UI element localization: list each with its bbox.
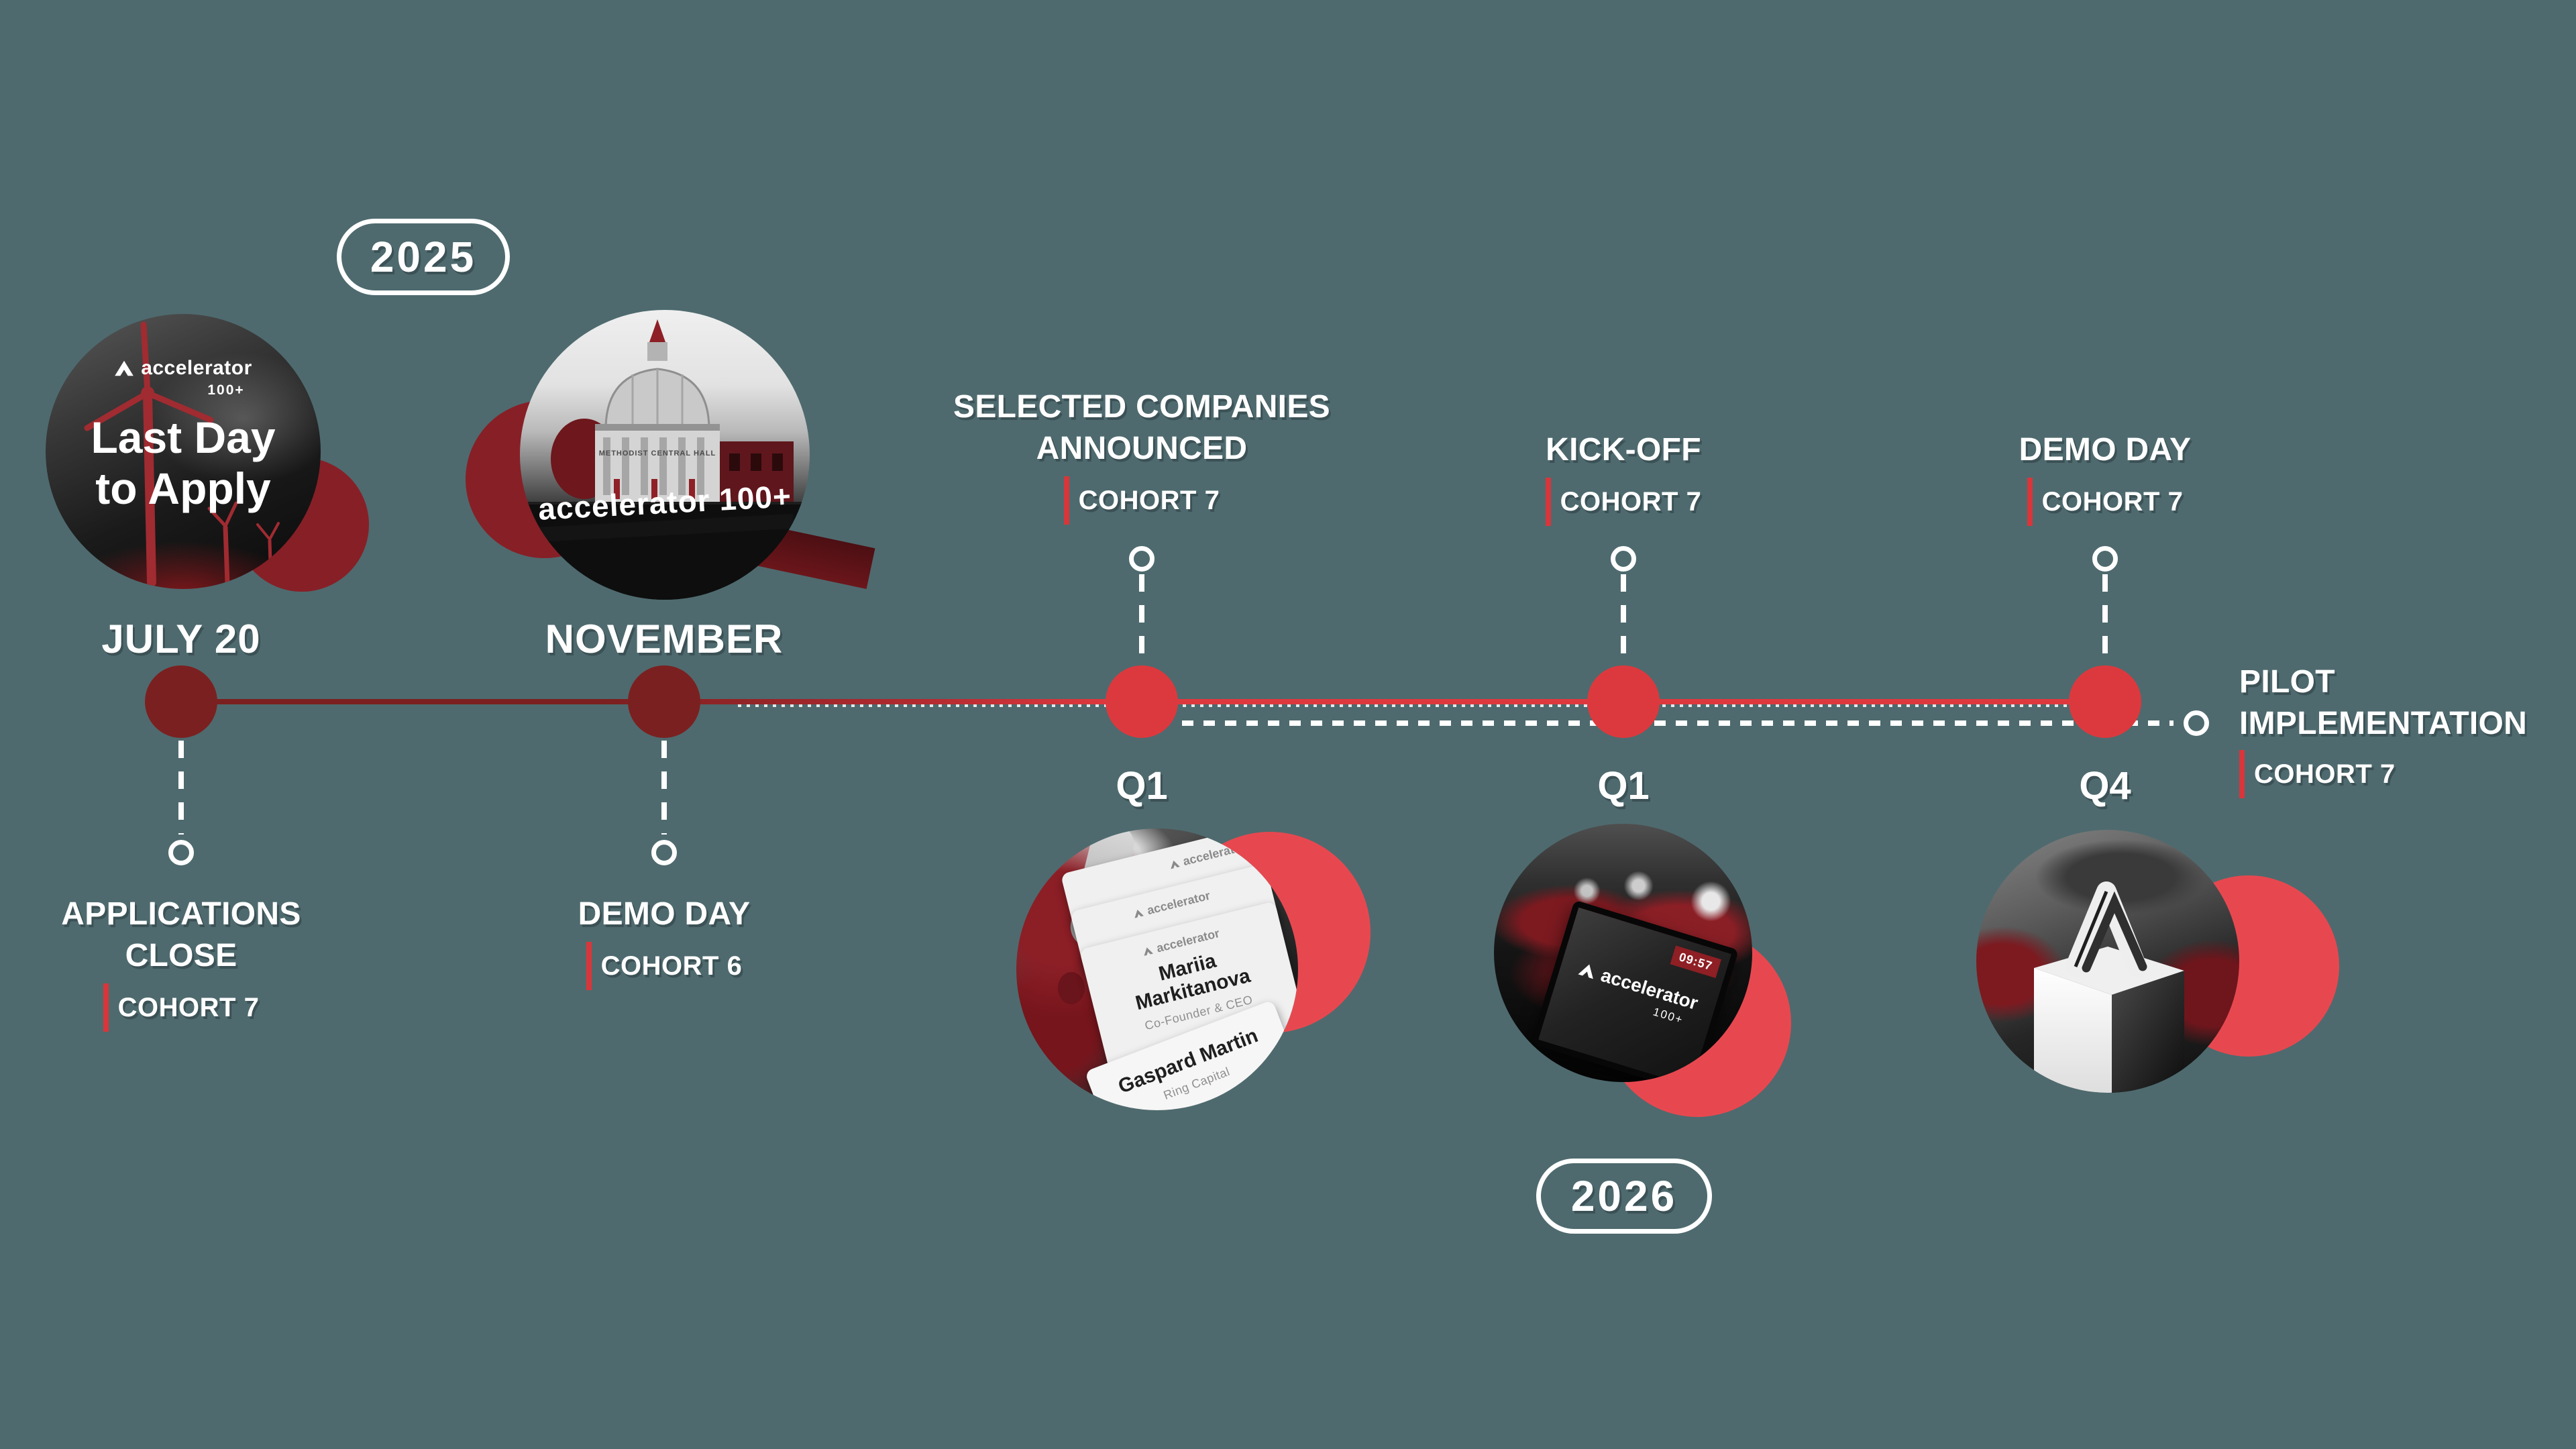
pilot-title-line-1: PILOT [2239, 664, 2335, 700]
connector-ring-demo-day-c7 [2092, 546, 2118, 572]
event-kick-off: KICK-OFF COHORT 7 [1389, 429, 1858, 529]
event-title-line-1: DEMO DAY [578, 896, 751, 932]
cohort-label: COHORT 7 [2254, 759, 2396, 789]
event-selected-companies-announced: SELECTED COMPANIES ANNOUNCED COHORT 7 [907, 386, 1377, 528]
cohort-bar-icon [1063, 476, 1069, 525]
name-badge-mariia: accelerator Mariia Markitanova Co-Founde… [1079, 901, 1298, 1074]
event-title-line-1: SELECTED COMPANIES [953, 389, 1330, 425]
event-title-line-1: DEMO DAY [2019, 432, 2192, 468]
event-applications-close: APPLICATIONS CLOSE COHORT 7 [0, 894, 416, 1035]
cohort-tag: COHORT 7 [1545, 478, 1702, 526]
badge-logo-text: accelerator [1181, 839, 1248, 869]
cohort-label: COHORT 7 [1078, 485, 1220, 515]
connector-demo-day-c6 [661, 741, 667, 835]
last-day-to-apply-headline: Last Day to Apply [46, 412, 321, 514]
cohort-tag: COHORT 7 [1063, 476, 1220, 525]
timeline-dot-demo-day-c7 [2069, 665, 2141, 738]
accelerator-chevron-icon [1578, 964, 1593, 979]
date-label-november: NOVEMBER [545, 616, 784, 661]
pilot-title-line-2: IMPLEMENTATION [2239, 706, 2528, 741]
cohort-label: COHORT 7 [1560, 486, 1702, 517]
timeline-dot-selected-companies [1106, 665, 1178, 738]
name-badge-stack: accelerator accelerator accelerator Mari… [1060, 828, 1298, 1110]
date-label-july-20: JULY 20 [101, 616, 261, 661]
timeline-dashed-line [1182, 720, 2174, 726]
connector-selected-companies [1139, 574, 1144, 663]
accelerator-logo: accelerator [46, 357, 321, 380]
accelerator-logo-text: accelerator [141, 357, 252, 379]
cohort-tag: COHORT 6 [586, 942, 743, 990]
connector-ring-applications-close [168, 840, 194, 865]
event-demo-day-cohort-7: DEMO DAY COHORT 7 [1870, 429, 2340, 529]
timeline-dot-demo-day-c6 [628, 665, 700, 738]
photo-kick-off-audience: 09:57 accelerator 100+ [1494, 824, 1752, 1082]
timeline-dot-kick-off [1587, 665, 1660, 738]
timeline-dot-applications-close [145, 665, 217, 738]
cohort-label: COHORT 7 [117, 992, 260, 1022]
quarter-label-q4: Q4 [2079, 764, 2131, 808]
wind-turbines-illustration [84, 321, 280, 587]
cohort-label: COHORT 6 [600, 951, 743, 981]
event-pilot-implementation: PILOT IMPLEMENTATION COHORT 7 [2239, 661, 2561, 802]
event-title-line-2: ANNOUNCED [1036, 431, 1248, 466]
trophy-cube-illustration [2007, 881, 2208, 1093]
photo-trophy [1976, 830, 2239, 1093]
connector-kick-off [1621, 574, 1626, 663]
cohort-tag: COHORT 7 [2239, 750, 2396, 798]
cohort-bar-icon [2027, 478, 2033, 526]
connector-ring-kick-off [1611, 546, 1636, 572]
photo-last-day-to-apply: accelerator 100+ Last Day to Apply [46, 314, 321, 589]
connector-ring-demo-day-c6 [651, 840, 677, 865]
screen-clock: 09:57 [1670, 945, 1721, 978]
quarter-label-q1-kick-off: Q1 [1597, 764, 1650, 808]
name-badge: accelerator [1060, 828, 1271, 934]
quarter-label-q1-selected: Q1 [1116, 764, 1168, 808]
headline-line-2: to Apply [95, 464, 271, 513]
cohort-tag: COHORT 7 [103, 983, 260, 1032]
building-sign-text: METHODIST CENTRAL HALL [598, 449, 716, 458]
timeline-end-ring [2184, 710, 2209, 736]
year-badge-2026: 2026 [1536, 1159, 1712, 1234]
cohort-bar-icon [2239, 750, 2245, 798]
event-title-line-2: CLOSE [125, 938, 237, 973]
year-badge-2025: 2025 [337, 219, 510, 295]
connector-applications-close [178, 741, 184, 835]
cohort-bar-icon [1545, 478, 1551, 526]
name-badge: accelerator [1069, 863, 1281, 972]
cohort-bar-icon [586, 942, 592, 990]
connector-demo-day-c7 [2102, 574, 2108, 663]
presentation-screen: 09:57 accelerator 100+ [1530, 900, 1739, 1082]
event-title-line-1: APPLICATIONS [61, 896, 301, 932]
connector-ring-selected-companies [1129, 546, 1155, 572]
event-title-line-1: KICK-OFF [1546, 432, 1701, 468]
timeline-dotted-underline [738, 704, 2105, 707]
building-illustration [520, 319, 810, 600]
cohort-bar-icon [103, 983, 109, 1032]
cohort-tag: COHORT 7 [2027, 478, 2184, 526]
cohort-label: COHORT 7 [2041, 486, 2184, 517]
event-demo-day-cohort-6: DEMO DAY COHORT 6 [429, 894, 899, 994]
painted-nail [1058, 972, 1085, 1004]
photo-methodist-central-hall: METHODIST CENTRAL HALL accelerator 100+ [520, 310, 810, 600]
accelerator-chevron-icon [115, 360, 134, 376]
screen-accelerator-logo: accelerator [1558, 953, 1717, 1020]
badge-logo-text: accelerator [1145, 888, 1212, 918]
headline-line-1: Last Day [91, 413, 276, 462]
accelerator-logo-sub: 100+ [207, 382, 245, 398]
photo-name-badges: accelerator accelerator accelerator Mari… [1016, 828, 1298, 1110]
